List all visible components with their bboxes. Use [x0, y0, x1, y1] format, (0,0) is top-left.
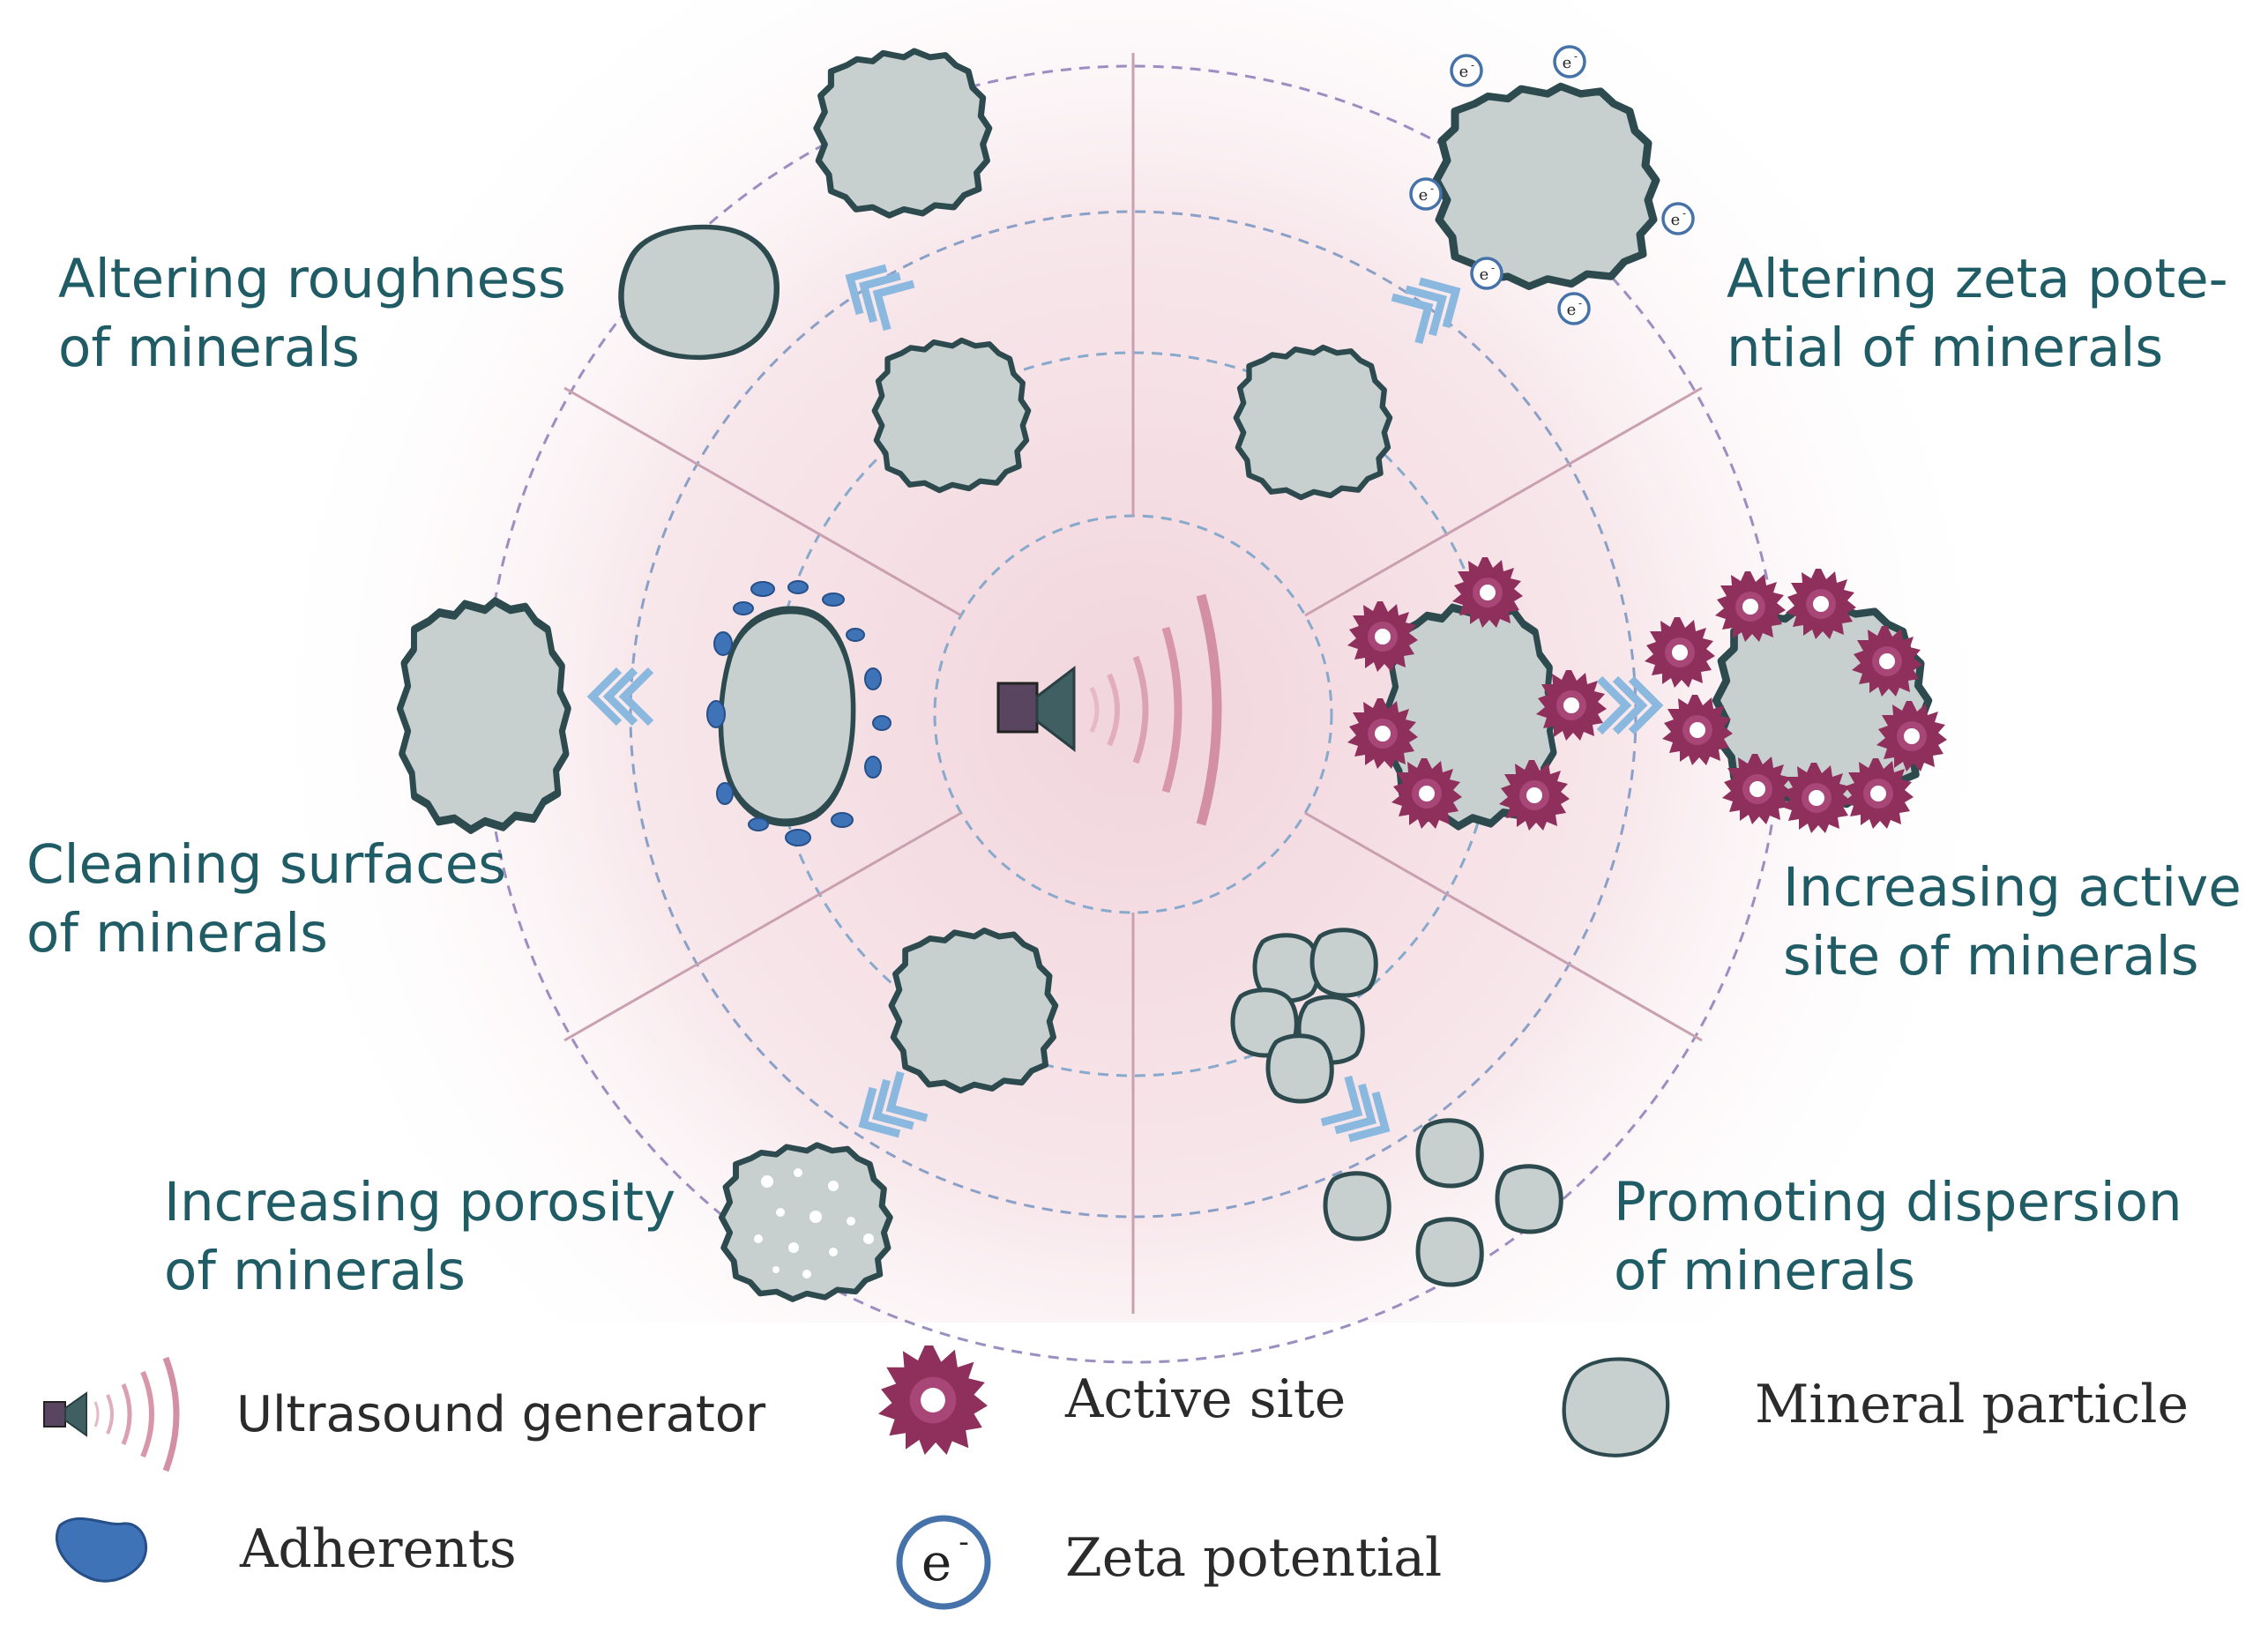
zeta-before-particle	[1236, 347, 1390, 497]
roughness-after-particle-2	[817, 51, 989, 215]
label-cleaning-line2: of minerals	[26, 902, 328, 965]
legend-mineral-particle-icon	[1564, 1359, 1668, 1455]
porosity-before-particle	[892, 930, 1056, 1090]
label-cleaning: Cleaning surfaces of minerals	[26, 831, 506, 968]
label-active: Increasing active site of minerals	[1783, 853, 2242, 991]
legend-adherents-label: Adherents	[240, 1518, 517, 1580]
legend-mineral-label: Mineral particle	[1755, 1374, 2189, 1435]
label-zeta: Altering zeta pote- ntial of minerals	[1727, 245, 2228, 383]
legend-zeta-potential-icon: e -	[896, 1515, 991, 1610]
label-zeta-line1: Altering zeta pote-	[1727, 248, 2228, 310]
zeta-after-particle	[1436, 86, 1656, 287]
cleaning-before-particle	[720, 610, 853, 823]
legend-zeta-sup: -	[959, 1524, 969, 1560]
legend-zeta-label: Zeta potential	[1065, 1527, 1443, 1589]
roughness-after-particle-1	[621, 227, 776, 358]
label-active-line2: site of minerals	[1783, 925, 2199, 988]
label-dispersion: Promoting dispersion of minerals	[1614, 1168, 2182, 1306]
adherents-cluster	[706, 580, 892, 846]
label-dispersion-line2: of minerals	[1614, 1240, 1915, 1302]
label-porosity-line2: of minerals	[164, 1240, 466, 1302]
ultrasound-generator-icon	[996, 593, 1222, 826]
label-roughness-line2: of minerals	[58, 317, 360, 379]
roughness-before-particle	[875, 340, 1028, 490]
label-zeta-line2: ntial of minerals	[1727, 317, 2164, 379]
label-dispersion-line1: Promoting dispersion	[1614, 1171, 2182, 1234]
cleaning-after-particle	[399, 601, 568, 830]
legend-active-label: Active site	[1065, 1368, 1347, 1430]
sector-dividers	[563, 53, 1703, 1314]
label-active-line1: Increasing active	[1783, 856, 2242, 919]
label-porosity: Increasing porosity of minerals	[164, 1168, 675, 1306]
label-cleaning-line1: Cleaning surfaces	[26, 833, 507, 896]
legend-ultrasound-label: Ultrasound generator	[236, 1386, 766, 1443]
legend-zeta-e: e	[921, 1532, 951, 1592]
label-roughness: Altering roughness of minerals	[58, 245, 566, 383]
label-porosity-line1: Increasing porosity	[164, 1171, 676, 1234]
legend-adherent-icon	[55, 1517, 148, 1583]
legend-ultrasound-icon	[43, 1356, 180, 1472]
legend-active-site-icon	[878, 1345, 988, 1455]
porosity-pores	[754, 1168, 874, 1278]
label-roughness-line1: Altering roughness	[58, 248, 566, 310]
